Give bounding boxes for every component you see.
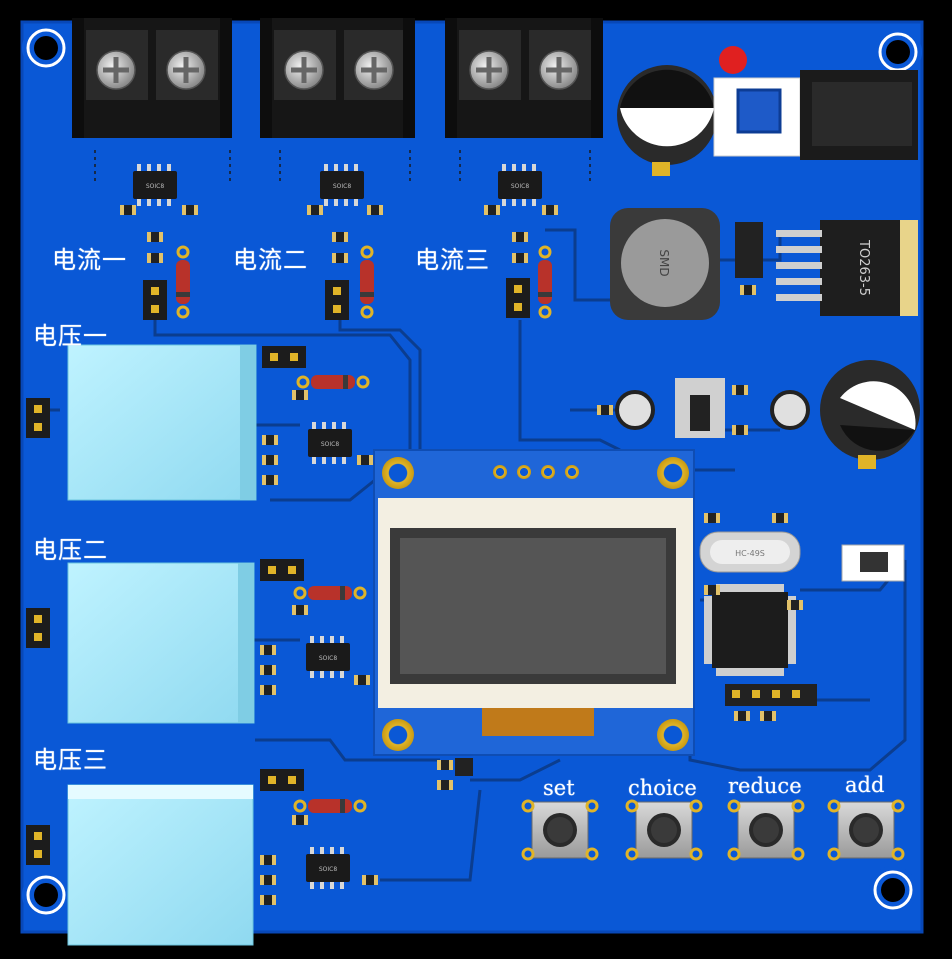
label-reduce: reduce — [728, 774, 802, 798]
label-current-3: 电流三 — [415, 246, 490, 274]
label-choice: choice — [628, 776, 697, 800]
label-voltage-2: 电压二 — [33, 536, 108, 564]
set-button-graphic — [521, 799, 599, 861]
add-button-graphic — [827, 799, 905, 861]
choice-button-graphic — [625, 799, 703, 861]
label-current-1: 电流一 — [52, 246, 127, 274]
label-voltage-3: 电压三 — [33, 746, 108, 774]
label-current-2: 电流二 — [233, 246, 308, 274]
inductor-marking: SMD — [657, 249, 671, 276]
crystal-marking: HC-49S — [735, 549, 765, 558]
label-add: add — [845, 773, 885, 797]
reduce-button-graphic — [727, 799, 805, 861]
label-set: set — [543, 776, 575, 800]
regulator-marking: TO263-5 — [856, 239, 871, 296]
label-voltage-1: 电压一 — [33, 322, 108, 350]
